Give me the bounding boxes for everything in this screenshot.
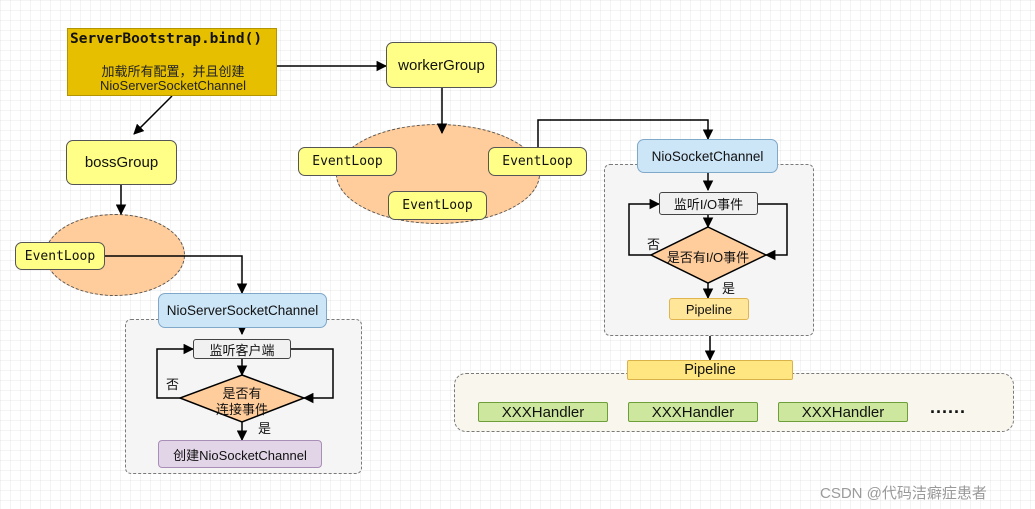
arrow-boss-loop-to-channel — [105, 255, 248, 295]
worker-no-label: 否 — [647, 237, 661, 252]
bootstrap-line1: 加载所有配置，并且创建 — [101, 64, 245, 79]
arrow-worker-loop-to-channel — [537, 119, 714, 147]
boss-server-channel: NioServerSocketChannel — [158, 293, 327, 328]
decision-connect-shape — [177, 374, 307, 423]
arrow-io-decision-no-loop — [628, 198, 661, 256]
watermark: CSDN @代码洁癖症患者 — [820, 485, 987, 502]
boss-event-loop: EventLoop — [15, 242, 105, 270]
create-socket-channel-node: 创建NioSocketChannel — [158, 440, 322, 468]
listen-io-node: 监听I/O事件 — [659, 192, 758, 215]
worker-event-loop-3: EventLoop — [388, 191, 487, 220]
bootstrap-line2: NioServerSocketChannel — [100, 78, 246, 93]
arrow-decision-right-loop — [291, 348, 334, 404]
worker-socket-channel: NioSocketChannel — [637, 139, 778, 173]
bootstrap-box: ServerBootstrap.bind() 加载所有配置，并且创建 NioSe… — [67, 28, 277, 96]
worker-yes-label: 是 — [722, 281, 736, 296]
boss-yes-label: 是 — [258, 421, 272, 436]
decision-io-label: 是否有I/O事件 — [666, 250, 750, 265]
decision-io-shape — [649, 226, 768, 284]
handler-2: XXXHandler — [628, 402, 758, 422]
decision-connect-line2: 连接事件 — [215, 402, 268, 417]
worker-group-node: workerGroup — [386, 42, 497, 88]
bootstrap-title: ServerBootstrap.bind() — [70, 31, 263, 47]
worker-event-loop-2: EventLoop — [488, 147, 587, 176]
pipeline-title: Pipeline — [627, 360, 793, 380]
listen-client-node: 监听客户端 — [193, 339, 291, 359]
handler-1: XXXHandler — [478, 402, 608, 422]
arrow-decision-no-loop — [156, 343, 195, 399]
handler-more: ...... — [930, 397, 967, 417]
worker-event-loop-1: EventLoop — [298, 147, 397, 176]
boss-group-node: bossGroup — [66, 140, 177, 185]
handler-3: XXXHandler — [778, 402, 908, 422]
arrow-io-decision-right-loop — [758, 203, 788, 261]
worker-pipeline-node: Pipeline — [669, 298, 749, 320]
arrow-bootstrap-to-boss — [133, 95, 173, 135]
boss-no-label: 否 — [166, 377, 180, 392]
decision-connect-line1: 是否有 — [222, 386, 262, 401]
